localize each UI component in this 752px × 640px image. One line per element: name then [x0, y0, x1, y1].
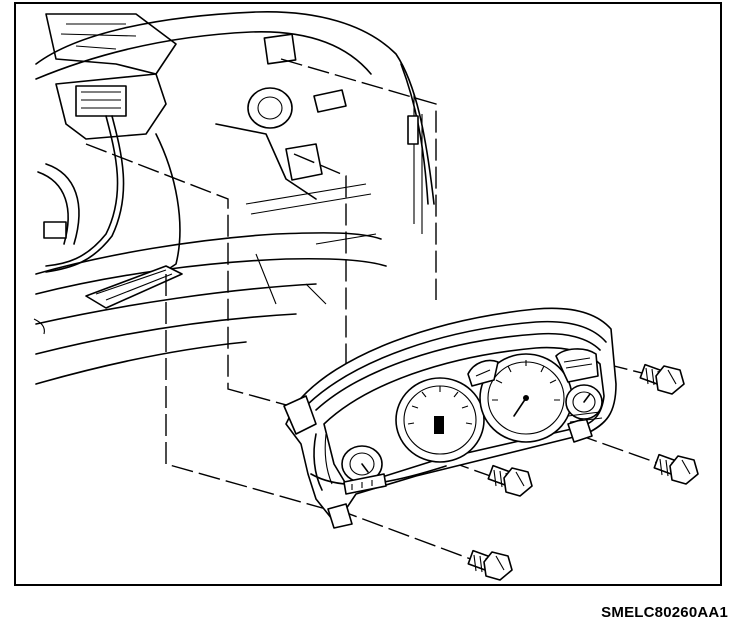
instrument-cluster: [283, 307, 617, 529]
dash-knob: [247, 87, 293, 129]
dashboard-cavity: [33, 11, 435, 385]
mounting-screw-middle: [487, 464, 533, 497]
diagram-frame: [14, 2, 722, 586]
tachometer-gauge: [395, 377, 485, 463]
mounting-screw-lower-right: [653, 453, 699, 485]
cluster-mount-tab-right: [567, 417, 593, 443]
mounting-screw-top-right: [639, 363, 685, 395]
figure-code: SMELC80260AA1: [601, 604, 728, 621]
wiring-connector: [75, 85, 127, 117]
left-small-gauge: [341, 445, 387, 495]
fuel-gauge: [467, 359, 499, 387]
temperature-gauge: [565, 384, 603, 423]
cluster-mount-tab-left: [283, 395, 317, 435]
warning-light-panel: [555, 348, 599, 383]
mounting-screw-bottom: [467, 549, 513, 581]
dash-tray: [85, 265, 183, 309]
speedometer-gauge: [479, 353, 573, 443]
exploded-view-diagram: [33, 11, 699, 581]
